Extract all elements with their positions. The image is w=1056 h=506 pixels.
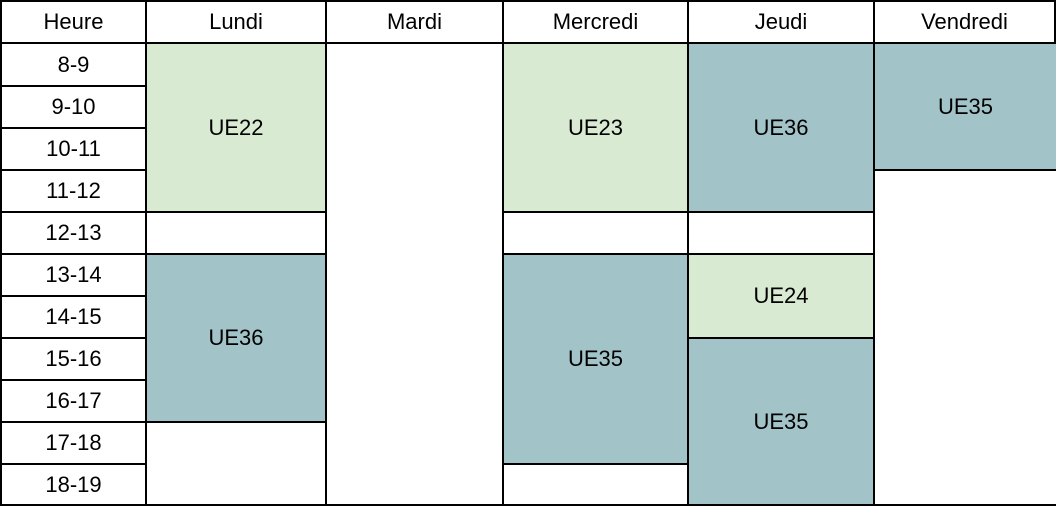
header-jeudi: Jeudi <box>687 0 873 42</box>
course-block-ue35: UE35 <box>873 42 1056 169</box>
course-block-ue23: UE23 <box>502 42 687 211</box>
header-mercredi: Mercredi <box>502 0 687 42</box>
empty-slot <box>325 42 502 506</box>
empty-slot <box>873 169 1056 506</box>
hour-cell: 12-13 <box>0 211 145 253</box>
hour-cell: 14-15 <box>0 295 145 337</box>
header-vendredi: Vendredi <box>873 0 1056 42</box>
course-block-ue24: UE24 <box>687 253 873 337</box>
empty-slot <box>145 211 325 253</box>
hour-cell: 13-14 <box>0 253 145 295</box>
hour-cell: 18-19 <box>0 463 145 506</box>
empty-slot <box>145 421 325 506</box>
hour-cell: 17-18 <box>0 421 145 463</box>
course-block-ue36: UE36 <box>145 253 325 421</box>
hour-cell: 16-17 <box>0 379 145 421</box>
hour-cell: 11-12 <box>0 169 145 211</box>
hour-cell: 9-10 <box>0 85 145 127</box>
header-mardi: Mardi <box>325 0 502 42</box>
empty-slot <box>502 211 687 253</box>
course-block-ue22: UE22 <box>145 42 325 211</box>
hour-cell: 8-9 <box>0 42 145 85</box>
course-block-ue35: UE35 <box>502 253 687 463</box>
empty-slot <box>502 463 687 506</box>
hour-cell: 10-11 <box>0 127 145 169</box>
hour-cell: 15-16 <box>0 337 145 379</box>
header-lundi: Lundi <box>145 0 325 42</box>
empty-slot <box>687 211 873 253</box>
course-block-ue35: UE35 <box>687 337 873 506</box>
header-heure: Heure <box>0 0 145 42</box>
course-block-ue36: UE36 <box>687 42 873 211</box>
